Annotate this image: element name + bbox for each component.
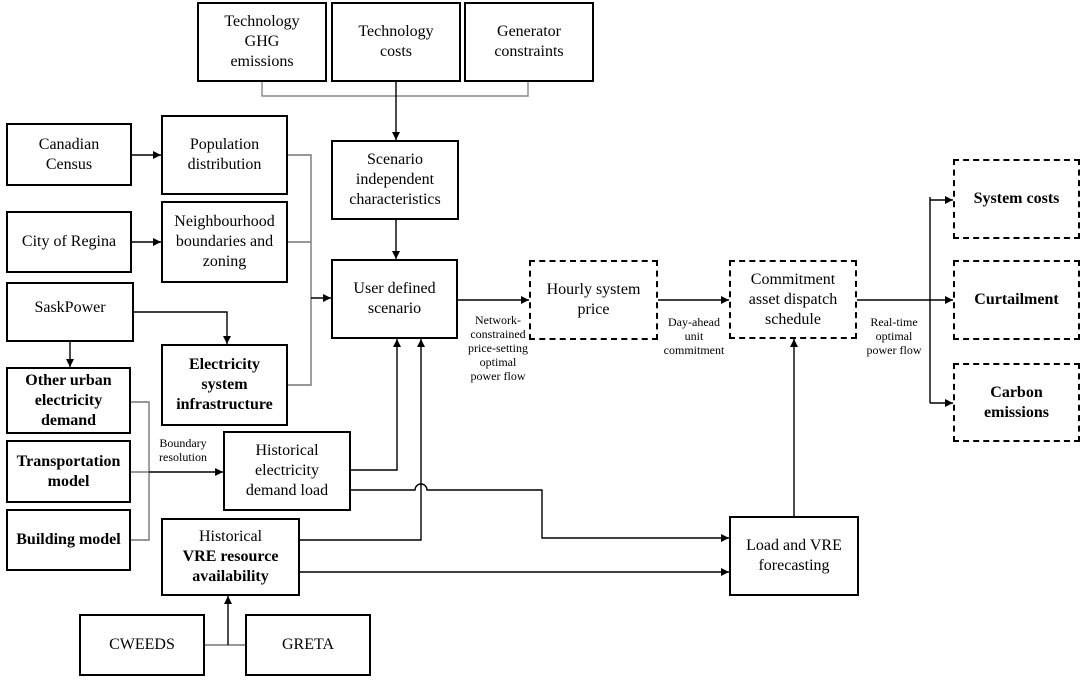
node-population-distribution: Population distribution (161, 115, 288, 195)
node-commitment-asset-dispatch-schedule: Commitment asset dispatch schedule (729, 260, 857, 339)
arrow-historical-vre-to-user-scenario (300, 339, 425, 541)
node-transportation-model: Transportation model (6, 440, 131, 503)
node-hourly-system-price: Hourly system price (529, 260, 658, 340)
node-city-of-regina: City of Regina (6, 211, 132, 273)
node-load-and-vre-forecasting: Load and VRE forecasting (729, 516, 859, 596)
tech-merge-bracket (261, 82, 529, 97)
bracket-left-sources (288, 154, 312, 386)
node-building-model: Building model (6, 509, 131, 571)
node-canadian-census: Canadian Census (6, 123, 132, 186)
node-curtailment: Curtailment (953, 260, 1080, 340)
node-technology-ghg-emissions: Technology GHG emissions (197, 2, 327, 82)
label-real-time-opf: Real-time optimal power flow (866, 315, 922, 357)
node-neighbourhood-boundaries-zoning: Neighbourhood boundaries and zoning (161, 201, 288, 283)
node-historical-vre-resource-availability: Historical VRE resource availability (161, 518, 300, 596)
node-cweeds: CWEEDS (79, 614, 205, 676)
node-saskpower: SaskPower (6, 282, 134, 342)
node-carbon-emissions: Carbon emissions (953, 363, 1080, 442)
node-greta: GRETA (245, 614, 371, 676)
node-historical-electricity-demand-load: Historical electricity demand load (223, 431, 351, 511)
arrow-saskpower-to-infrastructure (134, 311, 231, 344)
output-trunk (857, 197, 931, 403)
label-network-constrained-opf: Network- constrained price-setting optim… (468, 313, 528, 383)
node-technology-costs: Technology costs (331, 2, 461, 82)
arrow-historical-demand-to-forecasting (351, 483, 729, 542)
node-scenario-independent-characteristics: Scenario independent characteristics (331, 140, 459, 220)
node-other-urban-electricity-demand: Other urban electricity demand (6, 367, 131, 434)
node-user-defined-scenario: User defined scenario (331, 259, 458, 339)
arrow-historical-demand-to-user-scenario (351, 339, 401, 471)
bracket-demand-models (131, 401, 150, 541)
node-electricity-system-infrastructure: Electricity system infrastructure (161, 344, 288, 426)
node-generator-constraints: Generator constraints (464, 2, 594, 82)
label-boundary-resolution: Boundary resolution (159, 436, 207, 464)
label-day-ahead-unit-commitment: Day-ahead unit commitment (663, 315, 725, 357)
node-system-costs: System costs (953, 159, 1080, 239)
